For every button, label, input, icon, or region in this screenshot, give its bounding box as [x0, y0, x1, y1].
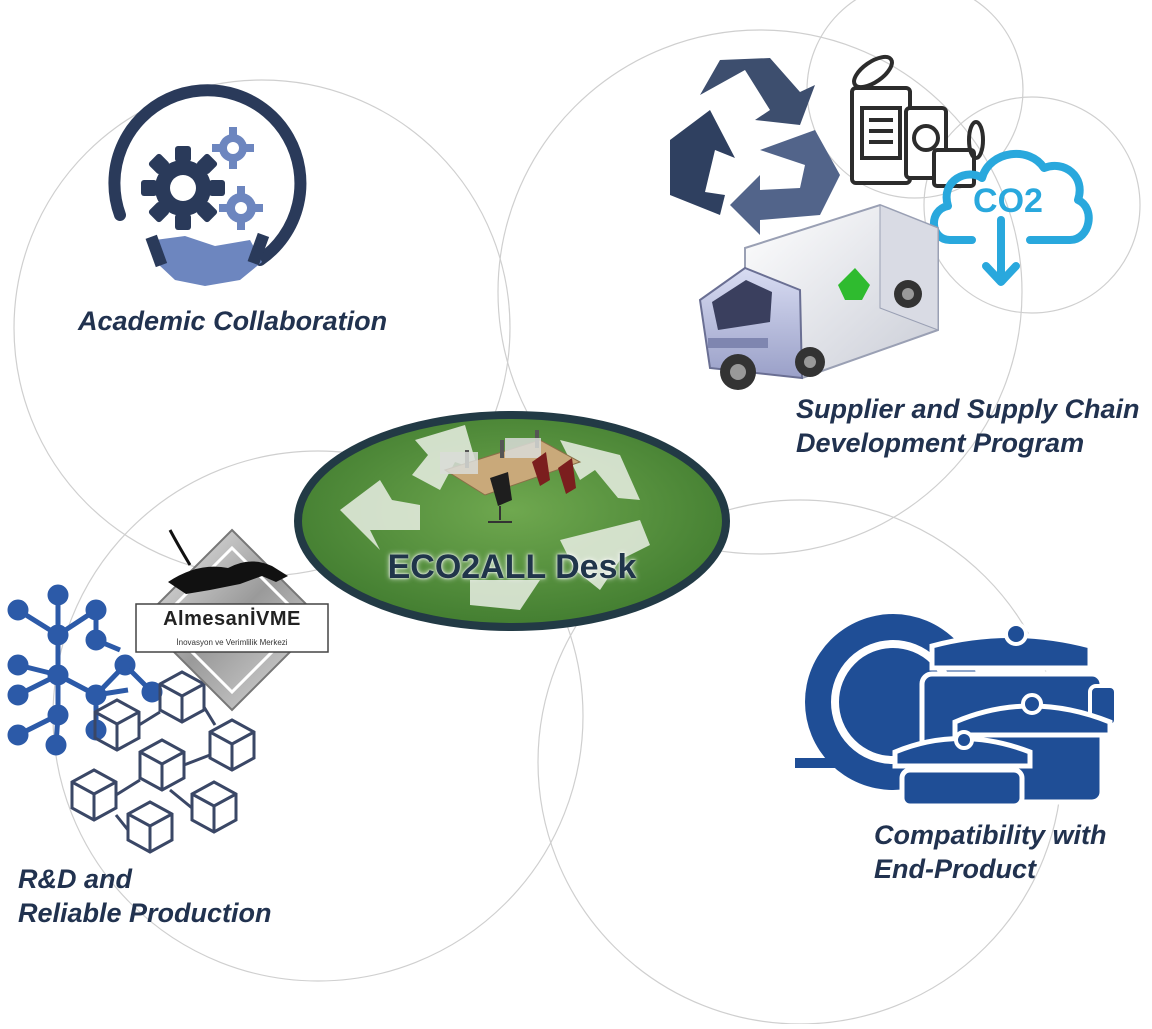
- center-node: [294, 411, 730, 631]
- circle-supplier: [497, 29, 1023, 555]
- label-line: Compatibility with: [874, 820, 1107, 850]
- recycling-truck-icon: [698, 203, 939, 390]
- co2-cloud-icon: CO2: [930, 149, 1093, 286]
- logo-name: AlmesanİVME: [163, 608, 301, 630]
- office-desk-icon: [440, 430, 582, 523]
- cookware-icon: [795, 614, 1118, 809]
- label-compatibility: Compatibility with End-Product: [874, 818, 1107, 886]
- panther-logo-icon: [135, 528, 329, 712]
- logo-tagline: İnovasyon ve Verimlilik Merkezi: [176, 638, 288, 647]
- cans-icon: [850, 54, 985, 188]
- center-title: ECO2ALL Desk: [387, 548, 637, 586]
- recycle-icon: [670, 58, 840, 235]
- label-rnd: R&D and Reliable Production: [18, 862, 272, 930]
- gears-handshake-icon: [108, 84, 307, 286]
- label-line: R&D and: [18, 864, 132, 894]
- molecule-network-icon: [7, 584, 163, 756]
- label-academic-collaboration: Academic Collaboration: [78, 304, 387, 338]
- label-line: Supplier and Supply Chain: [796, 394, 1140, 424]
- label-line: Development Program: [796, 428, 1085, 458]
- label-line: Reliable Production: [18, 898, 272, 928]
- label-supplier-program: Supplier and Supply Chain Development Pr…: [796, 392, 1140, 460]
- co2-text: CO2: [973, 182, 1043, 220]
- label-line: End-Product: [874, 854, 1036, 884]
- label-line: Academic Collaboration: [78, 306, 388, 336]
- cubes-network-icon: [70, 670, 256, 854]
- circle-small-right: [923, 96, 1141, 314]
